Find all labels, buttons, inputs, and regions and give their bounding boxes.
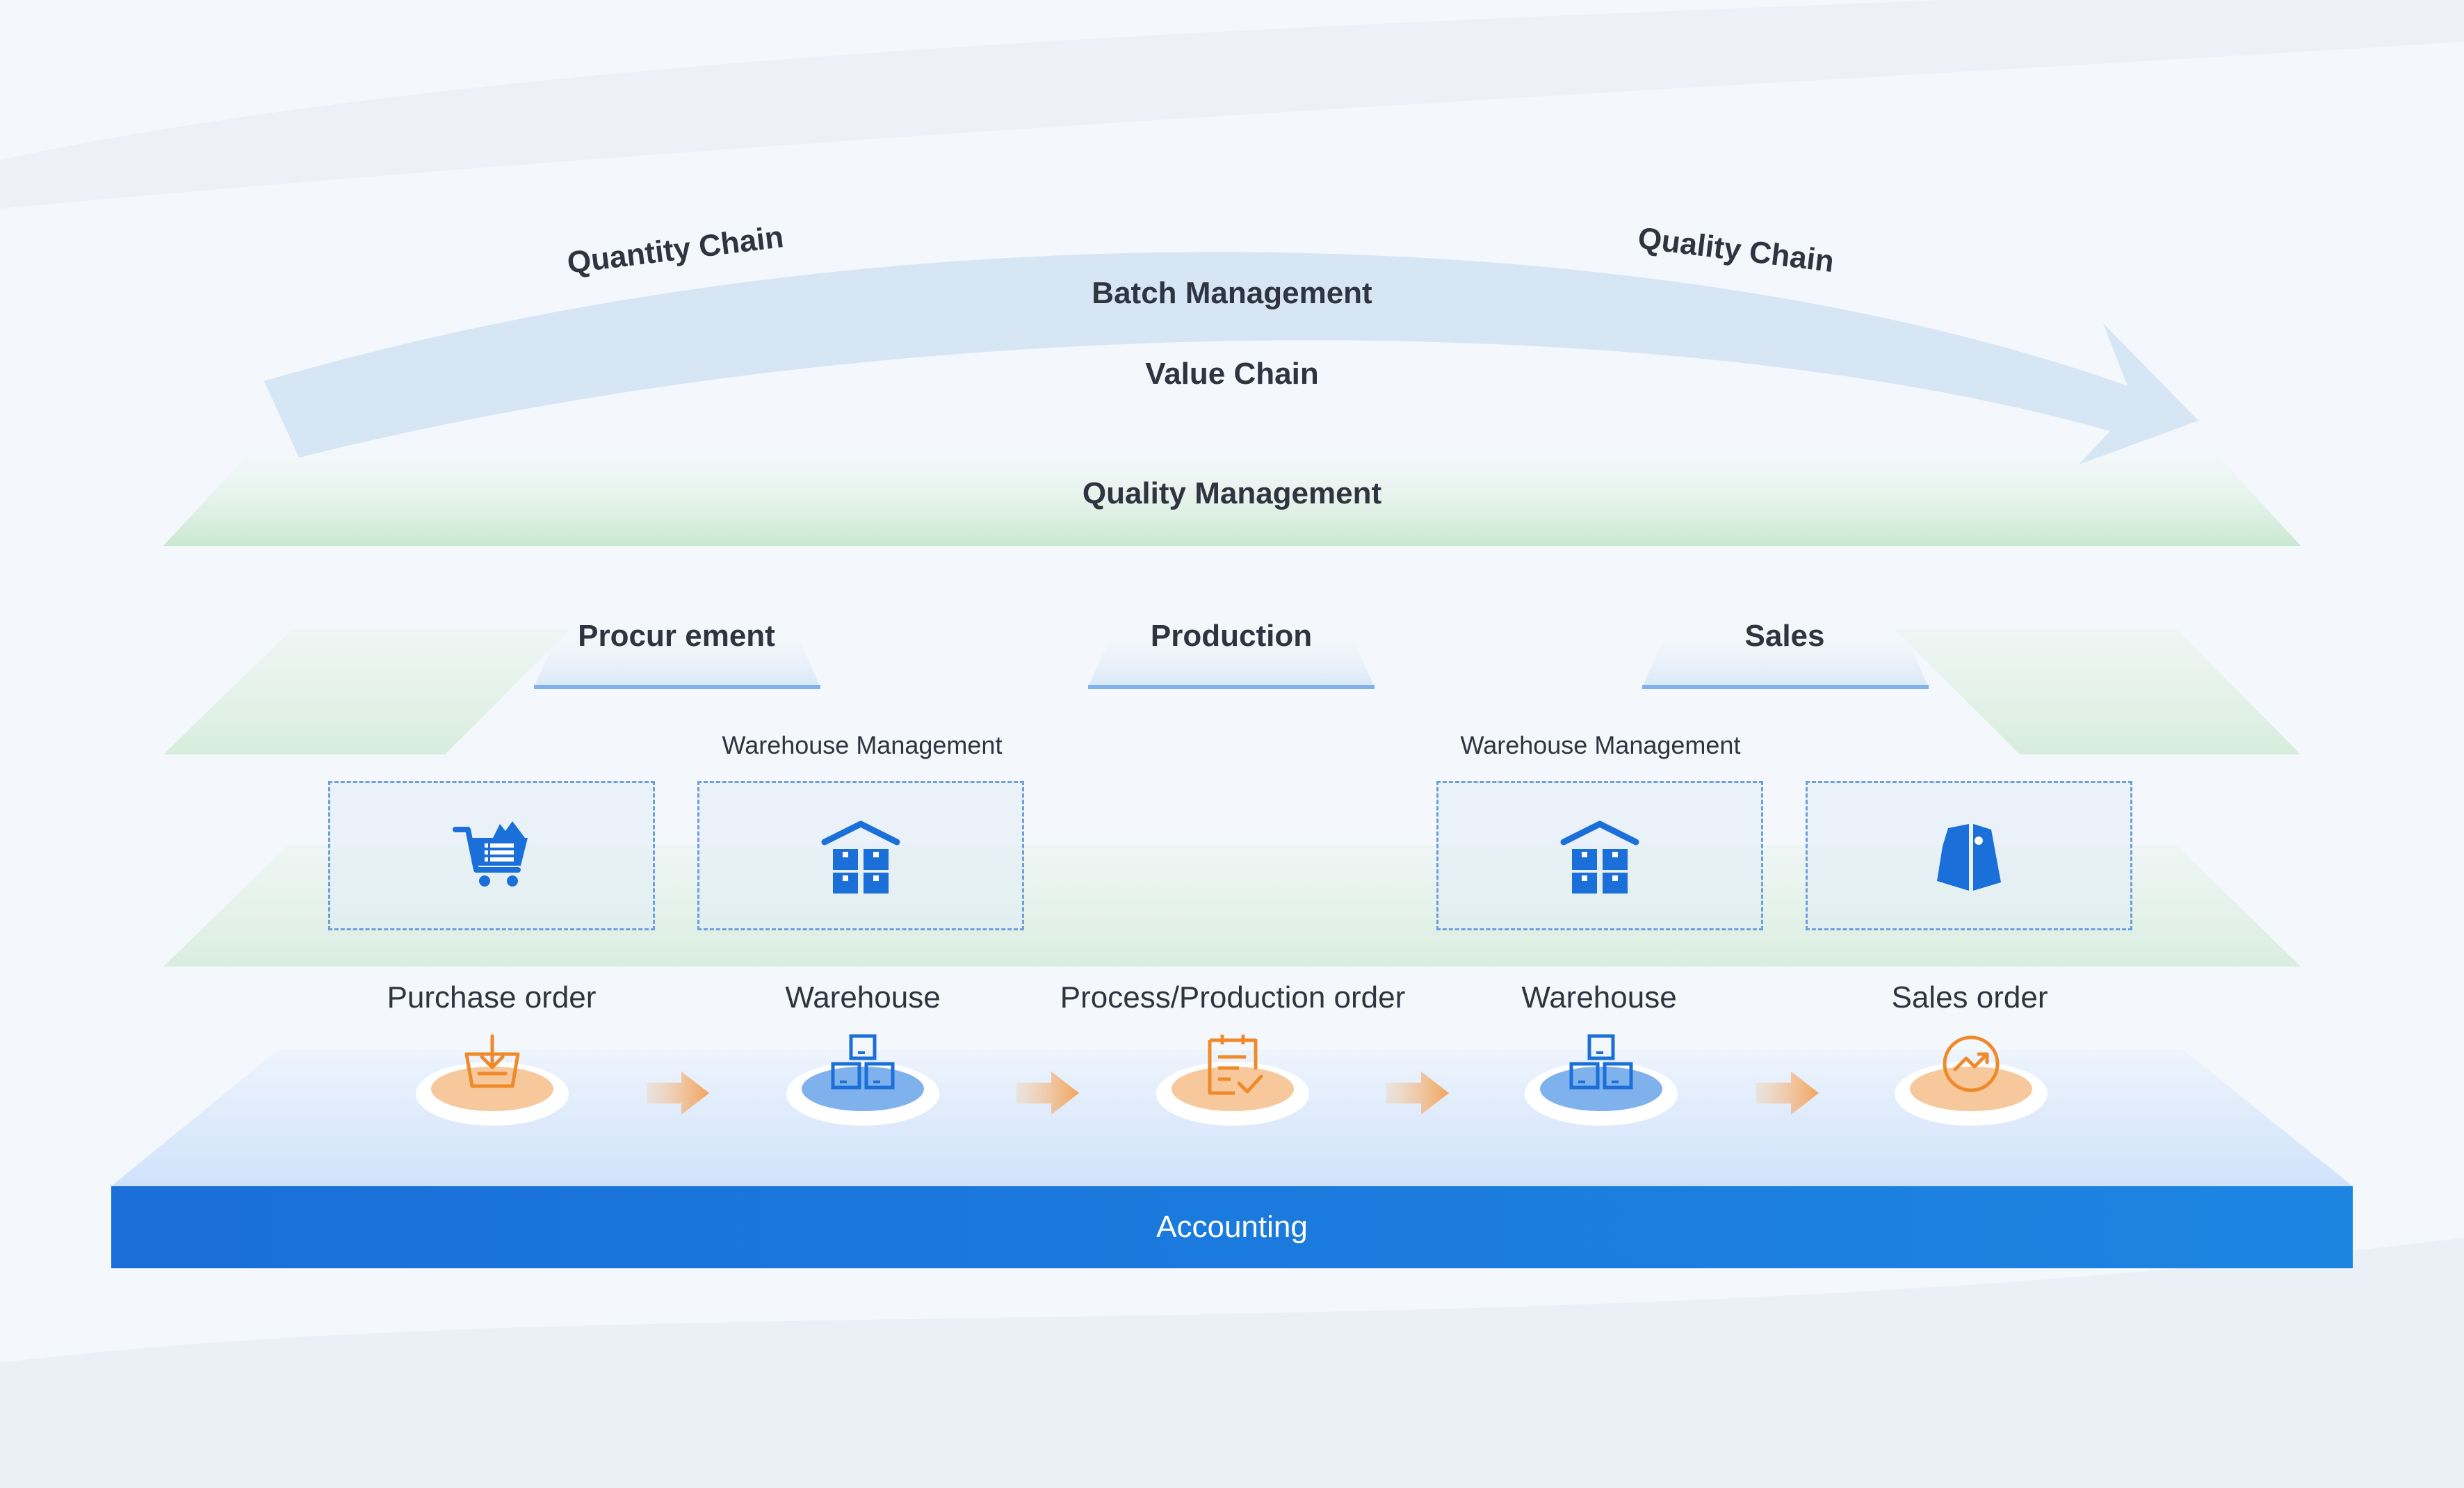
trend-circle-icon — [1895, 1035, 2048, 1126]
shopping-cart-icon — [453, 820, 528, 887]
flow-arrow-4 — [1756, 1071, 1819, 1115]
warehouse-management-label-left: Warehouse Management — [722, 731, 1003, 759]
accounting-bar: Accounting — [111, 1186, 2353, 1268]
purchase-order-node — [412, 1029, 572, 1133]
quality-management-label: Quality Management — [1082, 476, 1382, 510]
sales-order-label: Sales order — [1891, 980, 2048, 1014]
clipboard-check-icon — [1156, 1035, 1309, 1126]
procurement-box — [328, 781, 655, 930]
price-tag-icon — [1937, 823, 2001, 891]
production-order-label: Process/Production order — [1060, 980, 1406, 1014]
flow-arrow-2 — [1016, 1071, 1079, 1115]
warehouse-label-1: Warehouse — [785, 980, 941, 1014]
warehouse-icon — [821, 820, 900, 893]
sales-order-node — [1891, 1029, 2051, 1133]
flow-arrow-3 — [1386, 1071, 1449, 1115]
flow-arrow-1 — [647, 1071, 709, 1115]
stage-production-label: Production — [1150, 619, 1313, 653]
value-chain-label: Value Chain — [1145, 357, 1319, 391]
warehouse-node-2 — [1521, 1029, 1681, 1133]
warehouse-management-label-right: Warehouse Management — [1460, 731, 1741, 759]
warehouse-node-1 — [783, 1029, 943, 1133]
boxes-icon — [786, 1034, 939, 1126]
accounting-label: Accounting — [1156, 1210, 1308, 1244]
warehouse-box-right — [1436, 781, 1763, 930]
warehouse-box-left — [697, 781, 1024, 930]
sales-box — [1806, 781, 2132, 930]
basket-download-icon — [416, 1034, 569, 1126]
stage-procurement-label: Procur ement — [578, 619, 775, 653]
batch-management-label: Batch Management — [1092, 276, 1372, 310]
production-order-node — [1153, 1029, 1313, 1133]
warehouse-label-2: Warehouse — [1521, 980, 1677, 1014]
stage-sales-label: Sales — [1744, 619, 1825, 653]
boxes-icon — [1525, 1034, 1678, 1126]
purchase-order-label: Purchase order — [387, 980, 597, 1014]
warehouse-icon — [1560, 820, 1639, 893]
